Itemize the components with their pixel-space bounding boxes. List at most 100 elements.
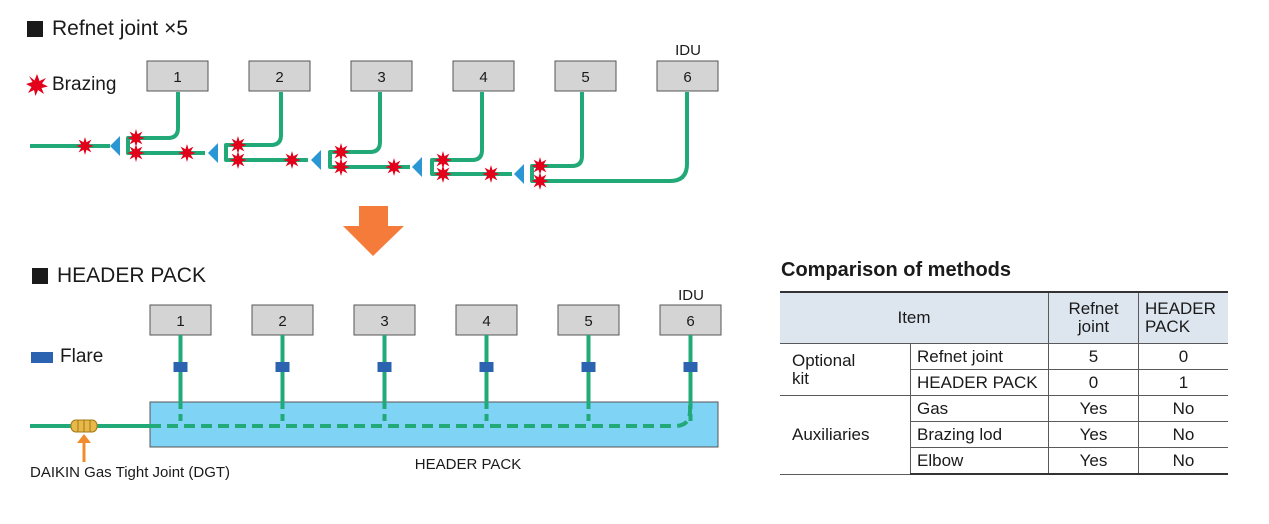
refnet-pipe xyxy=(224,153,308,162)
header-pack-section-title: HEADER PACK xyxy=(32,264,206,288)
refnet-joint-icon xyxy=(110,136,120,156)
indoor-unit-box xyxy=(350,60,413,92)
brazing-star-icon xyxy=(531,172,549,190)
indoor-unit-label: 3 xyxy=(380,313,388,330)
flare-legend: Flare xyxy=(31,346,103,368)
row-value-header-pack: 1 xyxy=(1138,369,1228,396)
brazing-star-icon xyxy=(127,144,145,162)
row-value-refnet: 0 xyxy=(1048,369,1139,396)
dgt-joint-icon xyxy=(70,419,98,433)
indoor-unit-label: 4 xyxy=(479,69,487,86)
header-pack-box-label: HEADER PACK xyxy=(415,456,521,473)
refnet-joint-icon xyxy=(514,164,524,184)
square-bullet-icon xyxy=(27,21,43,37)
brazing-star-icon xyxy=(385,158,403,176)
brazing-star-icon xyxy=(229,136,247,154)
refnet-joint-icon xyxy=(412,157,422,177)
dgt-label: DAIKIN Gas Tight Joint (DGT) xyxy=(30,464,230,481)
flare-icon xyxy=(173,362,188,372)
indoor-unit-label: 3 xyxy=(377,69,385,86)
header-pack-title-text: HEADER PACK xyxy=(57,264,206,287)
indoor-unit-label: 1 xyxy=(176,313,184,330)
row-item: Elbow xyxy=(910,447,1049,475)
brazing-star-icon xyxy=(76,137,94,155)
indoor-unit-label: 5 xyxy=(581,69,589,86)
indoor-unit-box xyxy=(554,60,617,92)
brazing-star-icon xyxy=(332,158,350,176)
indoor-unit-label: 4 xyxy=(482,313,490,330)
group-label: Auxiliaries xyxy=(780,395,911,475)
refnet-pipe xyxy=(224,92,283,153)
indoor-unit-box xyxy=(251,304,314,336)
row-value-refnet: Yes xyxy=(1048,395,1139,422)
brazing-star-icon xyxy=(531,157,549,175)
row-value-refnet: Yes xyxy=(1048,421,1139,448)
brazing-star-icon xyxy=(332,143,350,161)
refnet-joint-icon xyxy=(208,143,218,163)
refnet-pipe xyxy=(328,92,382,160)
brazing-star-icon xyxy=(482,165,500,183)
indoor-unit-box xyxy=(248,60,311,92)
flare-icon xyxy=(683,362,698,372)
row-value-header-pack: No xyxy=(1138,421,1228,448)
comparison-title: Comparison of methods xyxy=(781,259,1012,281)
brazing-star-icon xyxy=(283,151,301,169)
flare-icon xyxy=(581,362,596,372)
brazing-legend: Brazing xyxy=(25,73,116,97)
row-value-refnet: Yes xyxy=(1048,447,1139,475)
idu-label: IDU xyxy=(678,287,704,304)
indoor-unit-box xyxy=(455,304,518,336)
flare-icon xyxy=(377,362,392,372)
flare-label: Flare xyxy=(60,346,104,367)
indoor-unit-label: 2 xyxy=(275,69,283,86)
square-bullet-icon xyxy=(32,268,48,284)
indoor-unit-box xyxy=(149,304,212,336)
indoor-unit-label: 1 xyxy=(173,69,181,86)
indoor-unit-box xyxy=(659,304,722,336)
brazing-star-icon xyxy=(127,129,145,147)
internal-pipe xyxy=(150,402,692,428)
indoor-unit-label: 6 xyxy=(683,69,691,86)
row-value-header-pack: No xyxy=(1138,395,1228,422)
indoor-unit-box xyxy=(452,60,515,92)
refnet-joint-icon xyxy=(311,150,321,170)
flare-swatch-icon xyxy=(31,351,53,363)
row-item: Gas xyxy=(910,395,1049,422)
refnet-pipe xyxy=(126,92,180,146)
idu-label: IDU xyxy=(675,42,701,59)
indoor-unit-box xyxy=(353,304,416,336)
indoor-unit-box xyxy=(557,304,620,336)
refnet-pipe xyxy=(430,92,484,167)
transition-arrow-icon xyxy=(343,206,404,256)
indoor-unit-box xyxy=(656,60,719,92)
brazing-star-icon xyxy=(434,151,452,169)
refnet-pipe xyxy=(530,92,689,183)
refnet-pipe xyxy=(530,92,584,174)
row-item: Refnet joint xyxy=(910,343,1049,370)
brazing-star-icon xyxy=(26,74,48,96)
indoor-unit-label: 6 xyxy=(686,313,694,330)
indoor-unit-label: 5 xyxy=(584,313,592,330)
refnet-title-text: Refnet joint ×5 xyxy=(52,17,189,40)
row-value-header-pack: 0 xyxy=(1138,343,1228,370)
row-item: HEADER PACK xyxy=(910,369,1049,396)
row-value-refnet: 5 xyxy=(1048,343,1139,370)
refnet-section-title: Refnet joint ×5 xyxy=(27,17,188,41)
refnet-pipe xyxy=(328,160,410,169)
indoor-unit-box xyxy=(146,60,209,92)
brazing-star-icon xyxy=(229,151,247,169)
flare-icon xyxy=(275,362,290,372)
brazing-star-icon xyxy=(178,144,196,162)
header-item: Item xyxy=(780,291,1049,344)
